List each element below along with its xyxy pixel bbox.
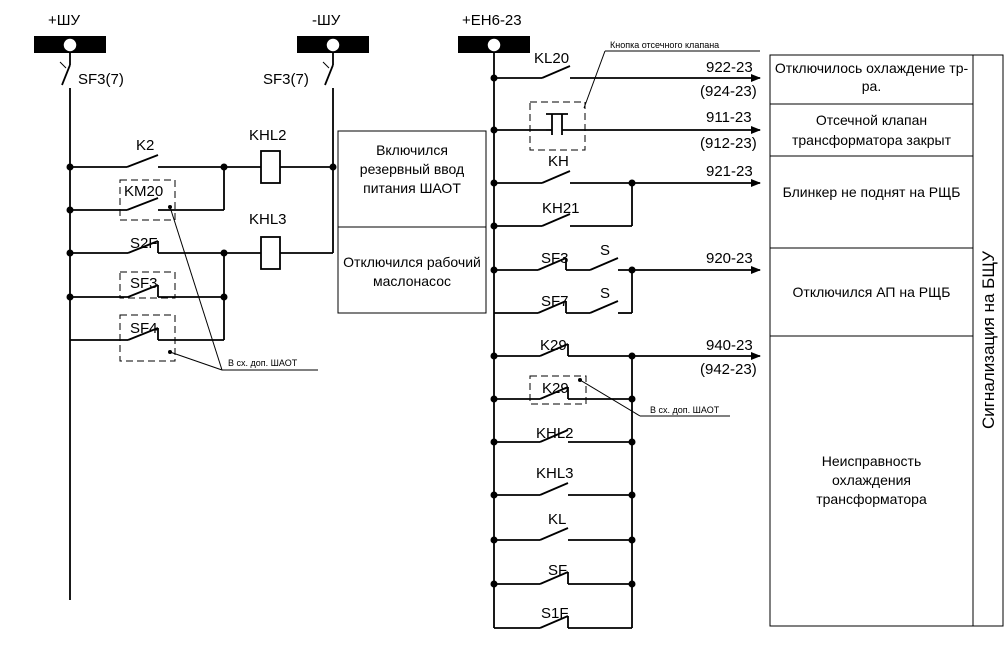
contact-sf3r-label: SF3 (541, 250, 569, 267)
contact-sf4-label: SF4 (130, 320, 158, 337)
row-valve-button: 911-23 (912-23) (490, 101, 761, 152)
row-kl20: KL20 922-23 (924-23) (490, 50, 761, 100)
wire-922-label: 922-23 (706, 59, 753, 76)
contact-khl3r-label: KHL3 (536, 465, 574, 482)
coil-khl2 (260, 150, 281, 184)
right-circuit: +ЕН6-23 KL20 922-23 (924-23) Кнопка отсе… (458, 12, 761, 629)
signal-table: Отключилось охлаждение тр-ра. Отсечной к… (769, 54, 1004, 627)
contact-s2f-label: S2F (130, 235, 158, 252)
coil-khl3 (260, 236, 281, 270)
bus-minus-shu-terminal (325, 37, 341, 53)
contact-km20-label: KM20 (124, 183, 163, 200)
contact-kl-label: KL (548, 511, 566, 528)
row-kl: KL (490, 511, 636, 544)
contact-s1-label: S (600, 242, 610, 259)
wire-940-label: 940-23 (706, 337, 753, 354)
contact-km20-frame (119, 179, 176, 221)
row-khl2-right: KHL2 (490, 425, 636, 446)
bus-minus-shu-label: -ШУ (312, 12, 341, 29)
contact-sf3-frame (119, 271, 176, 299)
breaker-left: SF3(7) (59, 52, 124, 600)
bus-plus-shu-terminal (62, 37, 78, 53)
row-sf: SF (490, 562, 636, 588)
coil-khl2-label: KHL2 (249, 127, 287, 144)
wire-912-label: (912-23) (700, 135, 757, 152)
row-sf3: SF3 (66, 253, 228, 340)
signal-table-frame (769, 54, 1004, 627)
left-circuit: +ШУ -ШУ SF3(7) SF3(7) (34, 12, 369, 600)
signal-side-label: Сигнализация на БЩУ (979, 251, 998, 429)
row-k2-khl2: K2 KHL2 (66, 127, 337, 184)
left-boxes: Включился резервный ввод питания ШАОТ От… (337, 130, 487, 314)
left-boxes-frame (337, 130, 487, 314)
right-note-text: В сх. доп. ШАОТ (650, 405, 720, 415)
left-note-text: В сх. доп. ШАОТ (228, 358, 298, 368)
contact-khl2r-label: KHL2 (536, 425, 574, 442)
contact-k29-lower-label: K29 (542, 380, 569, 397)
row-s1f: S1F (494, 605, 632, 629)
bus-plus-eh-label: +ЕН6-23 (462, 12, 522, 29)
row-sf3-sf7: SF3 S 920-23 SF7 S (490, 242, 761, 314)
wire-924-label: (924-23) (700, 83, 757, 100)
breaker-right-label: SF3(7) (263, 71, 309, 88)
signal-valve-closed: Отсечной клапан трансформатора закрыт (791, 112, 951, 148)
row-sf4: SF4 (70, 314, 224, 362)
valve-button-frame (529, 101, 586, 151)
left-note: В сх. доп. ШАОТ (168, 205, 318, 371)
row-kh: KH 921-23 KH21 (490, 153, 761, 230)
contact-s2-label: S (600, 285, 610, 302)
contact-sf3-label: SF3 (130, 275, 158, 292)
bus-plus-eh: +ЕН6-23 (458, 12, 530, 53)
contact-sf7-label: SF7 (541, 293, 569, 310)
contact-k29-top-label: K29 (540, 337, 567, 354)
contact-kh21-label: KH21 (542, 200, 580, 217)
box-reserve-input: Включился резервный ввод питания ШАОТ (359, 142, 465, 196)
row-km20: KM20 (66, 167, 225, 221)
wire-942-label: (942-23) (700, 361, 757, 378)
bus-plus-eh-terminal (486, 37, 502, 53)
bus-plus-shu-label: +ШУ (48, 12, 81, 29)
valve-button-label: Кнопка отсечного клапана (610, 40, 719, 50)
coil-khl3-label: KHL3 (249, 211, 287, 228)
valve-button-callout: Кнопка отсечного клапана (583, 40, 760, 109)
box-oil-pump: Отключился рабочий маслонасос (343, 254, 481, 289)
row-khl3-right: KHL3 (490, 465, 636, 499)
contact-kh-label: KH (548, 153, 569, 170)
contact-s1f-label: S1F (541, 605, 569, 622)
signal-fault: Неисправность охлаждения трансформатора (816, 453, 927, 507)
contact-kl20-label: KL20 (534, 50, 569, 67)
signal-blinker: Блинкер не поднят на РЩБ (782, 184, 961, 200)
row-k29-lower: K29 В сх. доп. ШАОТ (490, 375, 730, 417)
contact-sf4-frame (119, 314, 176, 362)
signal-ap-off: Отключился АП на РЩБ (792, 284, 951, 300)
bus-minus-shu: -ШУ (297, 12, 369, 53)
row-s2f-khl3: S2F KHL3 (66, 211, 333, 270)
bus-plus-shu: +ШУ (34, 12, 106, 53)
contact-k29-lower-frame (529, 375, 587, 405)
wire-920-label: 920-23 (706, 250, 753, 267)
contact-k2-label: K2 (136, 137, 154, 154)
signal-cooling-off: Отключилось охлаждение тр-ра. (774, 60, 969, 94)
breaker-left-label: SF3(7) (78, 71, 124, 88)
contact-sf-label: SF (548, 562, 567, 579)
wire-921-label: 921-23 (706, 163, 753, 180)
wire-911-label: 911-23 (706, 109, 752, 126)
